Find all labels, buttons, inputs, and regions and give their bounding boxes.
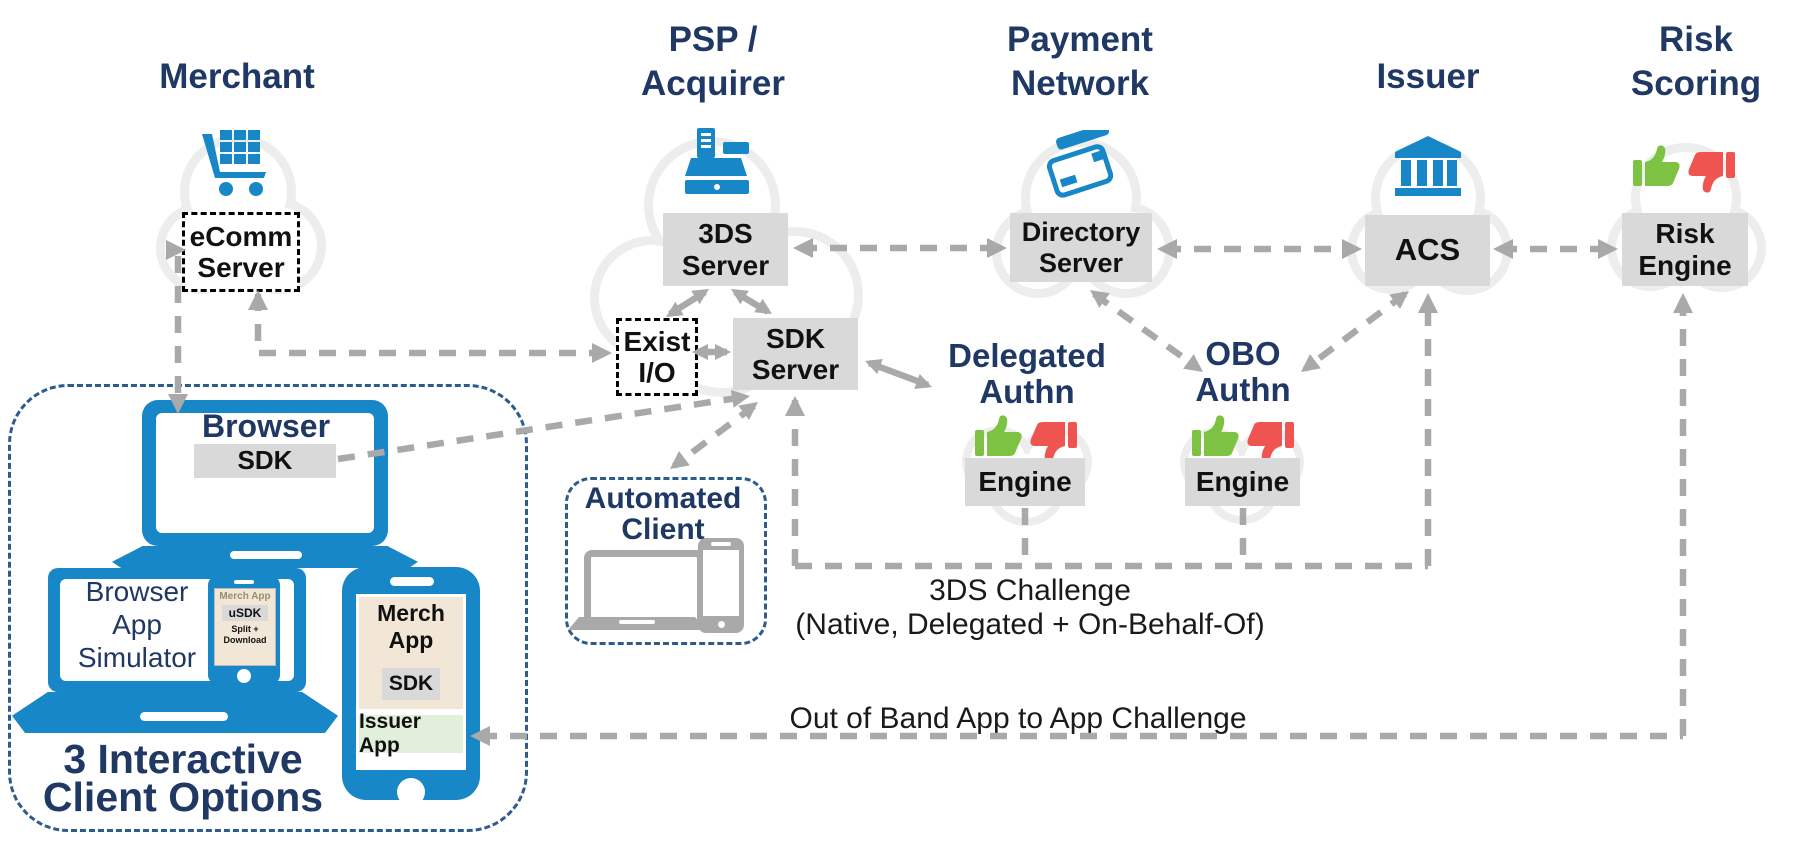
thumbs-down-icon <box>1247 422 1294 463</box>
automated-line1: Automated <box>584 482 742 515</box>
arrow-ecomm-existio <box>254 294 604 357</box>
client-options-caption: 3 Interactive Client Options <box>42 736 324 820</box>
mobile-sdk-box: SDK <box>382 668 440 700</box>
browser-sdk-box: SDK <box>194 444 336 478</box>
simulator-laptop-notch <box>140 712 228 721</box>
mobile-phone-home-button <box>397 778 425 806</box>
payment-network-title: Payment Network <box>1007 18 1153 106</box>
smartphone-icon-speaker <box>711 542 731 546</box>
thumbs-down-icon <box>1030 422 1077 463</box>
arrow-directory-obo <box>1092 291 1200 371</box>
interactive-clients-frame <box>8 384 528 832</box>
cash-register-icon <box>685 128 749 194</box>
psp-title-line2: Acquirer <box>641 64 785 103</box>
thumbs-up-icon <box>975 415 1022 456</box>
challenge-line2: (Native, Delegated + On-Behalf-Of) <box>795 608 1265 641</box>
risk-engine-box: Risk Engine <box>1622 213 1748 286</box>
delegated-engine-box: Engine <box>965 458 1085 506</box>
obo-authn-line1: OBO <box>1205 335 1281 372</box>
simulator-phone-split-label: Split + Download <box>215 621 275 646</box>
mobile-phone: Merch App SDK Issuer App <box>342 567 480 806</box>
simulator-phone-speaker <box>234 580 254 584</box>
simulator-label-line3: Simulator <box>77 642 197 673</box>
automated-client-title: Automated Client <box>585 483 742 545</box>
caption-line2: Client Options <box>42 774 324 820</box>
shopping-cart-icon <box>202 130 266 196</box>
bank-icon <box>1395 136 1461 196</box>
simulator-phone-screen: Merch App uSDK Split + Download <box>214 588 276 666</box>
oob-annotation: Out of Band App to App Challenge <box>789 702 1247 735</box>
delegated-authn-line2: Authn <box>979 373 1075 410</box>
browser-title: Browser <box>201 408 331 444</box>
risk-title-line1: Risk <box>1659 20 1733 59</box>
thumbs-up-icon <box>1633 145 1680 186</box>
obo-engine-box: Engine <box>1185 458 1300 506</box>
laptop-icon-notch <box>619 620 655 624</box>
risk-title-line2: Scoring <box>1630 64 1762 103</box>
sdk-server-box: SDK Server <box>733 318 858 390</box>
arrow-3ds-sdkserver <box>733 289 770 315</box>
challenge-line1: 3DS Challenge <box>929 574 1131 607</box>
arrow-sdkserver-automated <box>672 403 756 469</box>
split-line1: Split + <box>231 624 259 634</box>
simulator-label-line1: Browser <box>85 576 189 607</box>
split-line2: Download <box>223 635 267 645</box>
risk-thumbs-icons <box>1633 145 1735 193</box>
simulator-phone: Merch App uSDK Split + Download <box>208 576 280 684</box>
smartphone-icon-screen <box>703 550 739 616</box>
payment-title-line2: Network <box>1010 64 1150 103</box>
simulator-label-line2: App <box>112 609 162 640</box>
simulator-phone-merch-app-label: Merch App <box>219 591 271 602</box>
arrow-3ds-existio <box>668 289 707 317</box>
merchant-title: Merchant <box>159 57 315 96</box>
directory-server-box: Directory Server <box>1010 213 1152 282</box>
merch-app-label: Merch App <box>377 600 445 653</box>
ecomm-server-box: eComm Server <box>182 212 300 292</box>
acs-box: ACS <box>1365 215 1490 286</box>
obo-authn-line2: Authn <box>1195 371 1291 408</box>
arrow-sdkserver-delegated <box>867 359 930 389</box>
psp-title-line1: PSP / <box>668 20 758 59</box>
simulator-phone-home-button <box>237 669 251 683</box>
merch-app-panel: Merch App SDK <box>359 597 463 709</box>
issuer-app-panel: Issuer App <box>359 710 463 757</box>
challenge-annotation: 3DS Challenge (Native, Delegated + On-Be… <box>795 574 1264 642</box>
psp-acquirer-title: PSP / Acquirer <box>641 18 785 106</box>
arrow-acs-obo <box>1303 291 1407 372</box>
delegated-authn-title: Delegated Authn <box>948 338 1106 410</box>
browser-laptop-notch <box>230 551 302 559</box>
mobile-phone-speaker <box>390 577 434 586</box>
risk-scoring-title: Risk Scoring <box>1631 18 1761 106</box>
smartphone-icon-home <box>718 621 725 628</box>
smartphone-icon <box>698 538 744 633</box>
thumbs-up-icon <box>1192 415 1239 456</box>
mobile-phone-screen: Merch App SDK Issuer App <box>356 594 466 770</box>
simulator-phone-usdk-box: uSDK <box>222 605 268 621</box>
exist-io-box: Exist I/O <box>616 318 698 396</box>
simulator-label: Browser App Simulator <box>78 575 196 674</box>
payment-title-line1: Payment <box>1007 20 1153 59</box>
delegated-authn-line1: Delegated <box>948 337 1106 374</box>
obo-thumbs-icons <box>1192 415 1294 463</box>
thumbs-down-icon <box>1688 152 1735 193</box>
caption-line1: 3 Interactive <box>63 736 303 782</box>
automated-line2: Client <box>621 513 705 546</box>
issuer-title: Issuer <box>1376 57 1480 96</box>
obo-authn-title: OBO Authn <box>1195 336 1290 408</box>
delegated-thumbs-icons <box>975 415 1077 463</box>
credit-cards-icon <box>1046 130 1114 198</box>
threeds-server-box: 3DS Server <box>663 213 788 286</box>
automated-client-frame <box>565 477 767 645</box>
